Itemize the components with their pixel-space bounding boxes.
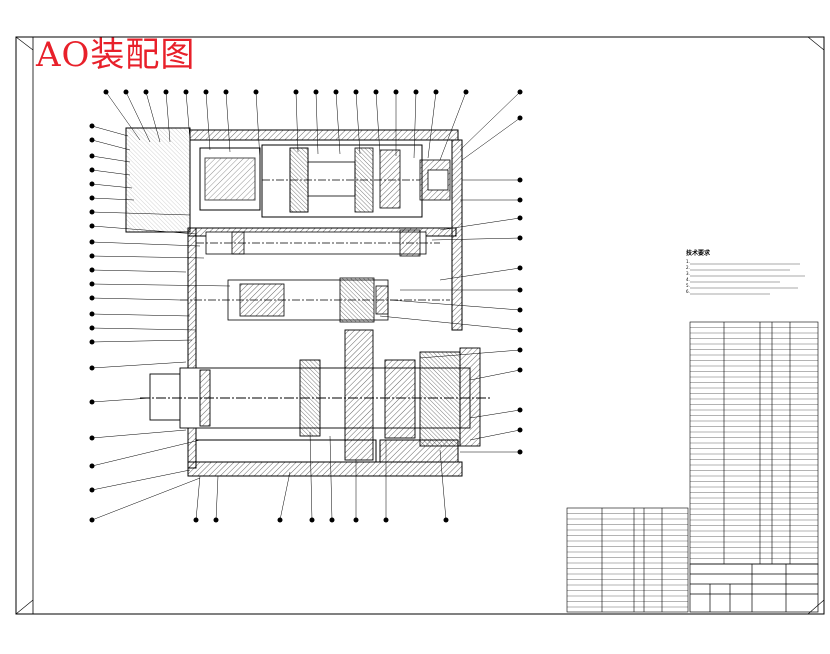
part-balloon [193,517,199,523]
parts-list-left-rows [567,513,688,608]
tech-requirement-item: 6. [686,289,690,294]
part-balloon [89,281,95,287]
part-balloon [373,89,379,95]
part-balloon [89,195,95,201]
part-balloon [89,435,95,441]
part-balloon [89,487,95,493]
part-balloon [517,235,523,241]
part-balloon [89,223,95,229]
part-balloon [89,325,95,331]
part-balloon [89,153,95,159]
part-balloon [517,449,523,455]
part-balloon [333,89,339,95]
parts-list-left [566,507,689,613]
part-balloon [517,287,523,293]
part-balloon [517,265,523,271]
part-balloon [89,463,95,469]
part-balloon [393,89,399,95]
part-balloon [89,239,95,245]
part-balloon [293,89,299,95]
part-balloon [313,89,319,95]
tech-requirements-heading: 技术要求 [686,250,711,257]
title-block [689,563,819,613]
part-balloon [213,517,219,523]
part-balloon [329,517,335,523]
tech-requirement-item: 1. [686,259,690,264]
part-balloon [183,89,189,95]
part-balloon [253,89,259,95]
drawing-frame [15,36,825,615]
part-balloon [89,181,95,187]
part-balloon [383,517,389,523]
part-balloon [309,517,315,523]
tech-requirements: 技术要求 1.2.3.4.5.6. [686,251,816,295]
drawing-title: AO装配图 [36,35,196,75]
part-balloon [89,517,95,523]
part-balloon [353,89,359,95]
part-balloon [517,307,523,313]
part-balloon [443,517,449,523]
part-balloon [413,89,419,95]
tech-note-lines [690,263,805,295]
tech-requirement-item: 3. [686,271,690,276]
part-balloon [89,209,95,215]
part-balloon [517,407,523,413]
part-balloon [353,517,359,523]
part-balloon [517,215,523,221]
middle-shafts [180,229,450,323]
part-balloon [463,89,469,95]
part-balloon [433,89,439,95]
part-balloon [517,115,523,121]
upper-gear-train [262,147,451,213]
part-balloon [517,89,523,95]
part-balloon [277,517,283,523]
part-balloon [223,89,229,95]
part-balloon [89,123,95,129]
part-balloon [89,267,95,273]
part-balloon [517,427,523,433]
part-balloon [163,89,169,95]
part-balloon [89,365,95,371]
part-balloon [89,137,95,143]
part-balloon [89,311,95,317]
part-balloon [89,295,95,301]
tech-requirement-item: 4. [686,277,690,282]
parts-list-right-rows [690,327,818,559]
part-balloon [89,339,95,345]
tech-requirement-item: 2. [686,265,690,270]
part-balloon [517,367,523,373]
part-balloon [517,347,523,353]
part-balloon [143,89,149,95]
part-balloon [89,399,95,405]
leader-lines [91,91,521,521]
part-balloon [517,327,523,333]
part-balloon [517,177,523,183]
part-balloon [123,89,129,95]
part-balloon [89,253,95,259]
part-balloon [89,167,95,173]
part-balloon [517,197,523,203]
output-shaft [140,329,490,461]
part-balloon [203,89,209,95]
part-balloon [103,89,109,95]
tech-requirement-item: 5. [686,283,690,288]
